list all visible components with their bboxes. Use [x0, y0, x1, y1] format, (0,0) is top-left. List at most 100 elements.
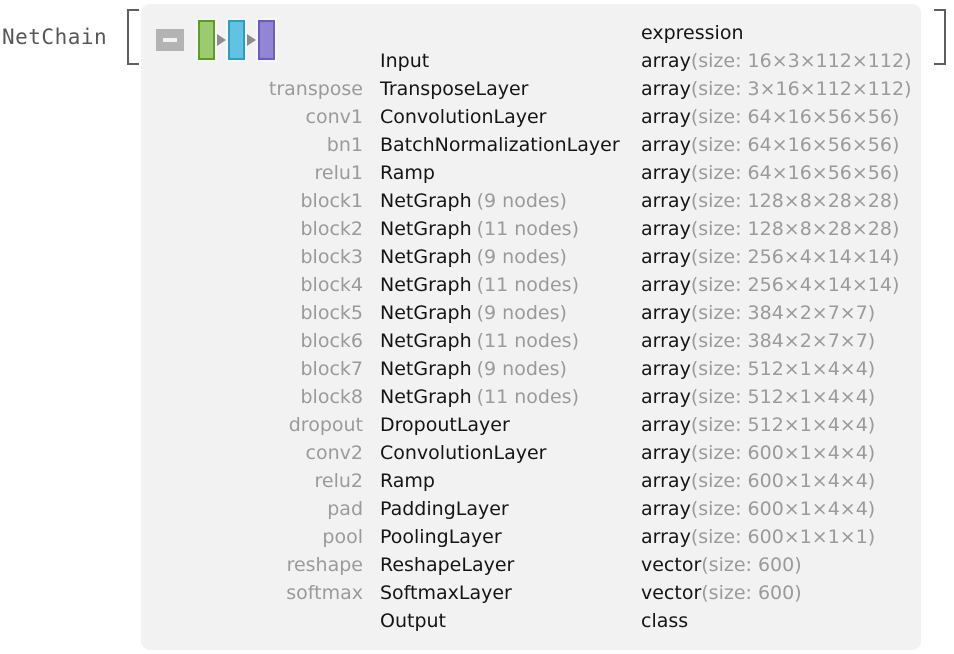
expression-kind: array: [641, 218, 691, 240]
layer-node-count: (11 nodes): [476, 330, 579, 352]
layer-expression: array(size: 600×1×4×4): [641, 498, 875, 520]
expression-kind: array: [641, 190, 691, 212]
layer-name: conv1: [305, 106, 363, 128]
expression-kind: array: [641, 78, 691, 100]
layer-expression: array(size: 512×1×4×4): [641, 386, 875, 408]
layer-node-count: (9 nodes): [476, 246, 567, 268]
layer-type-label: Input: [380, 50, 430, 72]
layer-node-count: (11 nodes): [476, 218, 579, 240]
layer-name: softmax: [286, 582, 363, 604]
layer-expression: array(size: 600×1×4×4): [641, 470, 875, 492]
layer-type: NetGraph(9 nodes): [380, 302, 641, 324]
layer-type: SoftmaxLayer: [380, 582, 641, 604]
layer-type: Ramp: [380, 162, 641, 184]
layer-node-count: (9 nodes): [476, 358, 567, 380]
layer-type: NetGraph(11 nodes): [380, 330, 641, 352]
layer-expression: array(size: 128×8×28×28): [641, 218, 899, 240]
layer-expression: vector(size: 600): [641, 554, 802, 576]
table-row[interactable]: block5 NetGraph(9 nodes)array(size: 384×2…: [141, 302, 921, 330]
expression-kind: array: [641, 134, 691, 156]
layer-type-label: PaddingLayer: [380, 498, 509, 520]
layer-type: NetGraph(9 nodes): [380, 246, 641, 268]
layer-node-count: (9 nodes): [476, 190, 567, 212]
layer-node-count: (9 nodes): [476, 302, 567, 324]
layer-expression: array(size: 64×16×56×56): [641, 134, 899, 156]
layer-name: block6: [300, 330, 363, 352]
layer-expression: array(size: 512×1×4×4): [641, 358, 875, 380]
layer-type-label: PoolingLayer: [380, 526, 502, 548]
layer-expression: vector(size: 600): [641, 582, 802, 604]
layer-type: NetGraph(11 nodes): [380, 386, 641, 408]
layer-type: ReshapeLayer: [380, 554, 641, 576]
expression-kind: vector: [641, 582, 702, 604]
expression-kind: array: [641, 470, 691, 492]
expression-kind: array: [641, 358, 691, 380]
layer-type-label: NetGraph: [380, 190, 472, 212]
expression-size: (size: 600): [701, 554, 802, 576]
layer-type-label: NetGraph: [380, 274, 472, 296]
layer-type: NetGraph(9 nodes): [380, 358, 641, 380]
layer-type-label: Output: [380, 610, 446, 632]
layer-name: block5: [300, 302, 363, 324]
expression-size: (size: 384×2×7×7): [690, 330, 876, 352]
layer-type: ConvolutionLayer: [380, 106, 641, 128]
network-diagram-icon[interactable]: [196, 18, 277, 62]
layer-type-label: NetGraph: [380, 218, 472, 240]
expression-size: (size: 512×1×4×4): [690, 386, 876, 408]
layer-expression: array(size: 3×16×112×112): [641, 78, 912, 100]
layer-name: block1: [300, 190, 363, 212]
layer-name: block8: [300, 386, 363, 408]
expression-kind: vector: [641, 554, 702, 576]
layer-type-label: ConvolutionLayer: [380, 442, 547, 464]
expression-size: (size: 384×2×7×7): [690, 302, 876, 324]
layer-node-count: (11 nodes): [476, 274, 579, 296]
table-row[interactable]: bn1 BatchNormalizationLayer array(size: 64…: [141, 134, 921, 162]
node-purple-icon: [256, 18, 277, 62]
bracket-right: [934, 9, 946, 65]
table-row[interactable]: block7 NetGraph(9 nodes)array(size: 512×1…: [141, 358, 921, 386]
layer-type-label: BatchNormalizationLayer: [380, 134, 620, 156]
layer-name: bn1: [326, 134, 363, 156]
table-row[interactable]: block8 NetGraph(11 nodes)array(size: 512×…: [141, 386, 921, 414]
expression-kind: array: [641, 526, 691, 548]
layer-type: NetGraph(11 nodes): [380, 218, 641, 240]
layer-name: block7: [300, 358, 363, 380]
layer-type-label: NetGraph: [380, 246, 472, 268]
node-green-icon: [196, 18, 217, 62]
layer-type-label: TransposeLayer: [380, 78, 529, 100]
expression-size: (size: 600×1×4×4): [690, 498, 876, 520]
bracket-left: [127, 9, 139, 65]
expression-size: (size: 16×3×112×112): [690, 50, 912, 72]
collapse-toggle-button[interactable]: [156, 29, 184, 51]
expression-kind: array: [641, 302, 691, 324]
layer-expression: array(size: 16×3×112×112): [641, 50, 912, 72]
layer-type: NetGraph(11 nodes): [380, 274, 641, 296]
layer-type: NetGraph(9 nodes): [380, 190, 641, 212]
layer-name: relu1: [314, 162, 364, 184]
expression-kind: array: [641, 50, 691, 72]
layer-type: Input: [380, 50, 641, 72]
layer-expression: array(size: 512×1×4×4): [641, 414, 875, 436]
page-title: NetChain: [2, 25, 108, 49]
layer-name: reshape: [286, 554, 363, 576]
table-row[interactable]: Input array(size: 16×3×112×112): [141, 50, 921, 78]
table-row[interactable]: softmax SoftmaxLayer vector(size: 600): [141, 582, 921, 610]
layer-type-label: SoftmaxLayer: [380, 582, 512, 604]
layer-name: pool: [322, 526, 363, 548]
